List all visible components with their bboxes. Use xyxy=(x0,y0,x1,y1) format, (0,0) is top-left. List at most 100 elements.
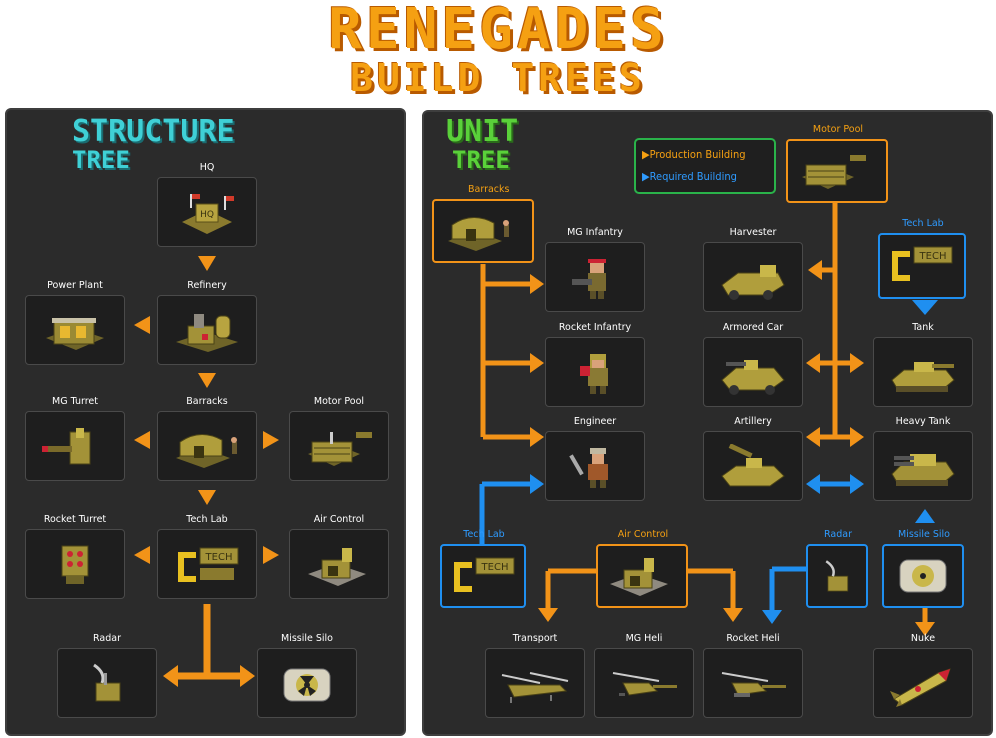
node-tech-lab: Tech Lab TECH xyxy=(157,514,257,600)
rocket-infantry-icon xyxy=(580,354,608,394)
node-air-control-structure: Air Control xyxy=(289,514,389,600)
barracks-icon xyxy=(448,217,509,251)
rocket-infantry-box xyxy=(545,337,645,407)
node-motor-pool-structure: Motor Pool xyxy=(289,396,389,482)
tank-box xyxy=(873,337,973,407)
node-mg-turret: MG Turret xyxy=(25,396,125,482)
armored-car-icon xyxy=(721,360,785,395)
motor-pool-box xyxy=(289,411,389,481)
hq-icon: HQ xyxy=(182,194,234,234)
node-label: Missile Silo xyxy=(281,633,333,644)
node-label: Heavy Tank xyxy=(895,416,951,427)
unit-tank: Tank xyxy=(873,322,973,408)
main-title: RENEGADES xyxy=(328,0,668,62)
mg-heli-box xyxy=(594,648,694,718)
unit-building-radar: Radar xyxy=(806,529,870,609)
arrow-hq-refinery xyxy=(198,256,216,271)
structure-tree-title: STRUCTURE xyxy=(72,114,235,149)
power-plant-icon xyxy=(46,318,104,350)
refinery-box xyxy=(157,295,257,365)
missile-silo-box xyxy=(257,648,357,718)
arrow-barracks-motorpool xyxy=(263,431,279,449)
node-label: Armored Car xyxy=(722,322,784,333)
tank-icon xyxy=(891,362,955,392)
svg-text:TECH: TECH xyxy=(481,562,509,573)
unit-tech-lab-bottom-box: TECH xyxy=(440,544,526,608)
arrow-to-radar xyxy=(163,665,178,687)
unit-tree-title: UNIT xyxy=(446,114,519,149)
node-label: Radar xyxy=(93,633,121,644)
hq-box: HQ xyxy=(157,177,257,247)
armored-car-box xyxy=(703,337,803,407)
node-radar: Radar xyxy=(57,633,157,719)
barracks-box xyxy=(157,411,257,481)
mg-infantry-box xyxy=(545,242,645,312)
node-label: Rocket Infantry xyxy=(558,322,632,333)
arrow-barracks-techlab xyxy=(198,490,216,505)
rocket-turret-icon xyxy=(61,545,89,584)
legend: ▶Production Building ▶Required Building xyxy=(634,138,776,194)
mg-infantry-icon xyxy=(572,259,606,299)
arrow-to-missilesilo xyxy=(240,665,255,687)
node-label: MG Infantry xyxy=(567,227,623,238)
mg-turret-box xyxy=(25,411,125,481)
radar-icon xyxy=(93,663,121,702)
node-label: Nuke xyxy=(910,633,936,644)
legend-production: ▶Production Building xyxy=(642,148,746,161)
motor-pool-icon xyxy=(308,432,372,466)
unit-mg-heli: MG Heli xyxy=(594,633,694,719)
node-label: Harvester xyxy=(729,227,777,238)
unit-harvester: Harvester xyxy=(703,227,803,313)
tech-lab-icon: TECH xyxy=(892,246,953,281)
node-label: Artillery xyxy=(734,416,772,427)
unit-building-barracks: Barracks xyxy=(432,184,534,274)
node-label: Radar xyxy=(824,529,852,540)
rocket-heli-icon xyxy=(721,672,786,697)
unit-mg-infantry: MG Infantry xyxy=(545,227,645,313)
tech-lab-icon: TECH xyxy=(454,557,515,592)
tech-lab-box: TECH xyxy=(157,529,257,599)
unit-orange-heads xyxy=(530,260,935,636)
unit-nuke: Nuke xyxy=(873,633,973,719)
unit-barracks-box xyxy=(432,199,534,263)
air-control-icon xyxy=(308,548,366,586)
node-label: Barracks xyxy=(186,396,228,407)
unit-rocket-infantry: Rocket Infantry xyxy=(545,322,645,408)
refinery-icon xyxy=(176,314,238,352)
transport-icon xyxy=(501,672,569,703)
transport-box xyxy=(485,648,585,718)
node-label: Missile Silo xyxy=(898,529,950,540)
arrow-refinery-powerplant xyxy=(134,316,150,334)
motor-pool-icon xyxy=(802,155,866,189)
legend-required: ▶Required Building xyxy=(642,170,737,183)
unit-rocket-heli: Rocket Heli xyxy=(703,633,803,719)
barracks-icon xyxy=(176,434,237,468)
unit-building-tech-lab-bottom: Tech Lab TECH xyxy=(440,529,528,613)
unit-transport: Transport xyxy=(485,633,585,719)
unit-radar-box xyxy=(806,544,868,608)
node-label: Tech Lab xyxy=(902,218,944,229)
node-label: Barracks xyxy=(468,184,510,195)
mg-heli-icon xyxy=(612,672,677,696)
harvester-icon xyxy=(721,265,785,300)
structure-tree-subtitle: TREE xyxy=(72,146,130,174)
unit-heavy-tank: Heavy Tank xyxy=(873,416,973,502)
node-label: Transport xyxy=(512,633,558,644)
node-label: Tank xyxy=(912,322,934,333)
node-label: Air Control xyxy=(313,514,365,525)
harvester-box xyxy=(703,242,803,312)
legend-production-label: Production Building xyxy=(649,148,746,161)
unit-building-motor-pool: Motor Pool xyxy=(786,124,890,204)
arrow-techlab-rocketturret xyxy=(134,546,150,564)
unit-tech-lab-top-box: TECH xyxy=(878,233,966,299)
legend-required-label: Required Building xyxy=(649,170,737,183)
tech-lab-icon: TECH xyxy=(178,547,239,582)
missile-silo-icon xyxy=(283,668,331,702)
unit-orange-lines xyxy=(480,203,928,624)
unit-motor-pool-box xyxy=(786,139,888,203)
node-label: Rocket Turret xyxy=(43,514,107,525)
radar-box xyxy=(57,648,157,718)
structure-arrows xyxy=(134,256,279,564)
air-control-box xyxy=(289,529,389,599)
